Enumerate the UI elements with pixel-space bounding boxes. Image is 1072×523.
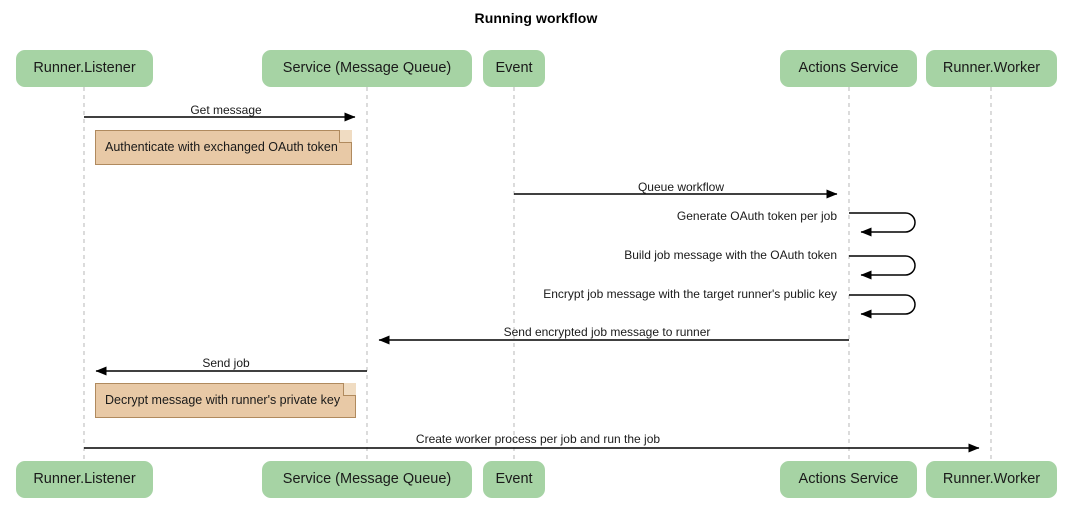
message-label-encrypt-job-message: Encrypt job message with the target runn… [543, 287, 837, 301]
participant-label: Runner.Worker [942, 471, 1041, 488]
participant-service-queue-footer[interactable]: Service (Message Queue) [262, 461, 472, 498]
message-label-build-job-message: Build job message with the OAuth token [624, 248, 837, 262]
participant-service-queue-header[interactable]: Service (Message Queue) [262, 50, 472, 87]
participant-label: Service (Message Queue) [282, 60, 452, 77]
page-title: Running workflow [474, 10, 598, 26]
message-arrow-encrypt-job-message [849, 294, 916, 319]
note-folded-corner-icon [339, 130, 352, 143]
note-decrypt[interactable]: Decrypt message with runner's private ke… [95, 383, 356, 418]
message-label-queue-workflow: Queue workflow [637, 180, 725, 194]
message-arrow-build-job-message [849, 255, 916, 280]
note-folded-corner-icon [343, 383, 356, 396]
participant-label: Actions Service [798, 471, 899, 488]
message-label-create-worker-process: Create worker process per job and run th… [415, 432, 661, 446]
participant-label: Runner.Worker [942, 60, 1041, 77]
participant-label: Event [495, 60, 533, 77]
note-text: Decrypt message with runner's private ke… [105, 393, 341, 408]
participant-event-footer[interactable]: Event [483, 461, 545, 498]
message-label-send-job: Send job [202, 356, 250, 370]
participant-label: Actions Service [798, 60, 899, 77]
message-label-generate-oauth-token: Generate OAuth token per job [676, 209, 837, 223]
participant-runner-worker-header[interactable]: Runner.Worker [926, 50, 1057, 87]
participant-label: Runner.Listener [33, 471, 136, 488]
participant-runner-worker-footer[interactable]: Runner.Worker [926, 461, 1057, 498]
message-label-send-encrypted-job-message: Send encrypted job message to runner [503, 325, 711, 339]
message-arrow-generate-oauth-token [849, 212, 916, 237]
participant-actions-service-footer[interactable]: Actions Service [780, 461, 917, 498]
participant-label: Service (Message Queue) [282, 471, 452, 488]
participant-runner-listener-header[interactable]: Runner.Listener [16, 50, 153, 87]
participant-event-header[interactable]: Event [483, 50, 545, 87]
message-label-get-message: Get message [190, 103, 262, 117]
participant-runner-listener-footer[interactable]: Runner.Listener [16, 461, 153, 498]
participant-actions-service-header[interactable]: Actions Service [780, 50, 917, 87]
participant-label: Runner.Listener [33, 60, 136, 77]
note-text: Authenticate with exchanged OAuth token [105, 140, 338, 155]
participant-label: Event [495, 471, 533, 488]
note-authenticate[interactable]: Authenticate with exchanged OAuth token [95, 130, 352, 165]
